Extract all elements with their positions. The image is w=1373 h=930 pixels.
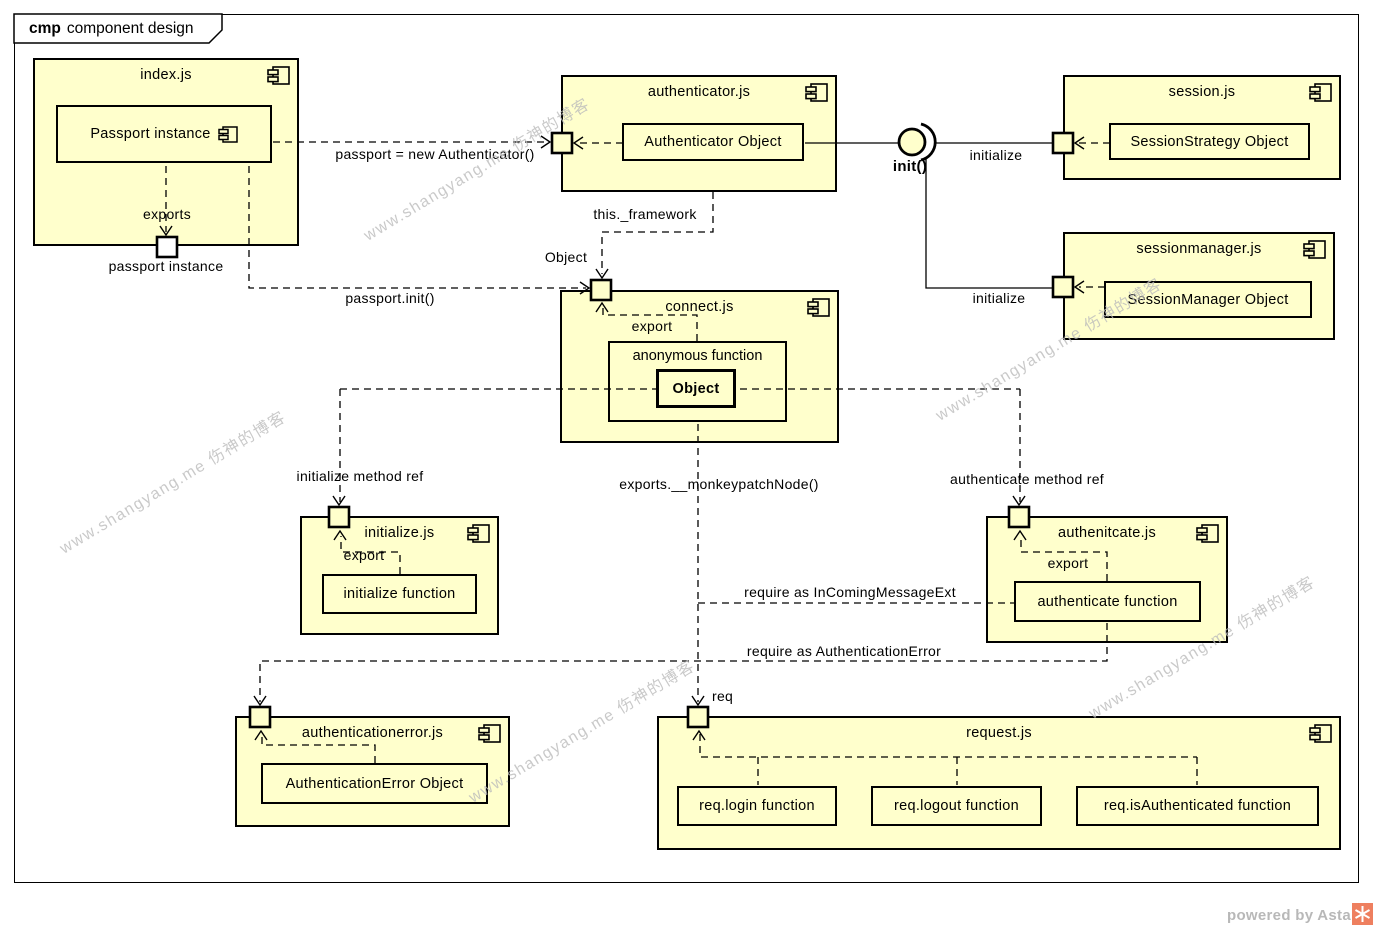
component-sessionmanager-js: sessionmanager.js SessionManager Object [1063, 232, 1335, 340]
astah-logo-icon [1352, 903, 1373, 925]
component-title: connect.js [665, 299, 734, 315]
label-authenticate-export: export [1047, 555, 1089, 571]
component-initialize-js: initialize.js initialize function [300, 516, 499, 635]
frame-title-text: component design [66, 20, 194, 37]
component-icon [1303, 240, 1326, 264]
label-object: Object [544, 249, 588, 265]
component-title: authenticationerror.js [301, 725, 444, 741]
component-icon [267, 66, 290, 90]
node-req-isauthenticated-function: req.isAuthenticated function [1076, 786, 1319, 826]
label-init-interface: init() [892, 158, 928, 175]
node-req-logout-function: req.logout function [871, 786, 1042, 826]
component-title: authenitcate.js [1057, 525, 1156, 541]
node-passport-instance: Passport instance [56, 105, 272, 163]
node-sessionmanager-object: SessionManager Object [1104, 281, 1312, 318]
node-anonymous-function: anonymous function Object [608, 341, 787, 422]
component-icon [1309, 83, 1332, 107]
node-label: Passport instance [90, 126, 211, 142]
component-title: request.js [966, 725, 1032, 741]
label-this-framework: this._framework [593, 206, 697, 222]
label-initialize-export: export [343, 547, 385, 563]
component-icon [467, 524, 490, 548]
node-authenticator-object: Authenticator Object [622, 123, 804, 161]
component-title: sessionmanager.js [1136, 241, 1262, 257]
label-passport-init: passport.init() [345, 290, 435, 306]
node-label: SessionManager Object [1127, 291, 1289, 308]
node-label: anonymous function [632, 348, 763, 364]
node-label: req.login function [699, 798, 815, 814]
node-label: SessionStrategy Object [1130, 133, 1289, 150]
label-require-incomingmessageext: require as InComingMessageExt [744, 584, 956, 600]
component-authenticationerror-js: authenticationerror.js AuthenticationErr… [235, 716, 510, 827]
node-label: req.logout function [893, 798, 1019, 814]
component-icon [805, 83, 828, 107]
component-title: authenticator.js [647, 84, 751, 100]
component-icon [1309, 724, 1332, 748]
label-initialize-sessionmanager: initialize [972, 290, 1026, 306]
node-initialize-function: initialize function [322, 574, 477, 614]
label-passport-new-authenticator: passport = new Authenticator() [335, 146, 535, 162]
component-request-js: request.js req.login function req.logout… [657, 716, 1341, 850]
label-initialize-session: initialize [969, 147, 1023, 163]
node-object: Object [656, 369, 736, 408]
component-authenticator-js: authenticator.js Authenticator Object [561, 75, 837, 192]
node-authenticate-function: authenticate function [1014, 581, 1201, 622]
label-initialize-method-ref: initialize method ref [296, 468, 424, 484]
component-title: index.js [140, 67, 192, 83]
component-icon [478, 724, 501, 748]
node-sessionstrategy-object: SessionStrategy Object [1109, 123, 1310, 160]
node-label: Object [672, 380, 720, 397]
component-title: session.js [1168, 84, 1236, 100]
component-icon [217, 125, 238, 143]
component-authenticate-js: authenitcate.js authenticate function [986, 516, 1228, 643]
node-label: Authenticator Object [644, 134, 782, 150]
label-exports: exports [142, 206, 192, 222]
node-label: req.isAuthenticated function [1103, 798, 1292, 814]
label-exports-monkeypatchnode: exports.__monkeypatchNode() [619, 476, 819, 492]
node-req-login-function: req.login function [677, 786, 837, 826]
node-label: initialize function [343, 586, 456, 602]
label-req: req [712, 688, 734, 704]
component-icon [807, 298, 830, 322]
frame-keyword: cmp [29, 20, 61, 37]
label-passport-instance: passport instance [108, 258, 224, 274]
component-connect-js: connect.js anonymous function Object [560, 290, 839, 443]
diagram-frame [14, 14, 1359, 883]
node-authenticationerror-object: AuthenticationError Object [261, 763, 488, 804]
powered-by-astah-text: powered by Astah [1227, 907, 1361, 924]
label-require-authenticationerror: require as AuthenticationError [746, 643, 942, 659]
label-authenticate-method-ref: authenticate method ref [950, 471, 1104, 487]
component-icon [1196, 524, 1219, 548]
component-session-js: session.js SessionStrategy Object [1063, 75, 1341, 180]
node-label: AuthenticationError Object [285, 775, 464, 792]
label-connect-export: export [631, 318, 673, 334]
frame-title: cmp component design [29, 20, 194, 38]
node-label: authenticate function [1037, 593, 1178, 610]
